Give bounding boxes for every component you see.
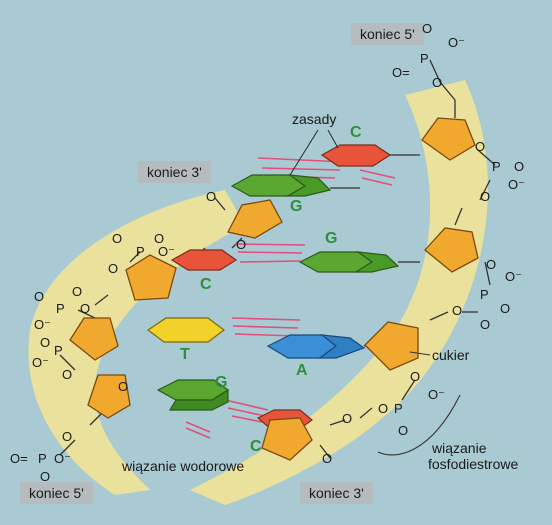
- sugar-right-2: [424, 227, 479, 273]
- sugar-left-2: [125, 254, 177, 301]
- atom-o: O: [432, 75, 443, 90]
- atom-o-minus: O⁻: [158, 244, 175, 259]
- base-label-g-mid: G: [325, 230, 338, 247]
- atom-o: O: [410, 369, 421, 384]
- atom-o-minus: O⁻: [428, 387, 445, 402]
- base-c-mid: [170, 249, 238, 271]
- atom-o-minus: O⁻: [448, 35, 465, 50]
- label-fosfodiestrowe: fosfodiestrowe: [428, 456, 519, 472]
- atom-o: O: [480, 317, 491, 332]
- atom-o: O: [154, 231, 165, 246]
- base-a: [266, 334, 385, 359]
- atom-o: O: [206, 189, 217, 204]
- base-label-a: A: [296, 362, 308, 379]
- atom-o-minus: O⁻: [54, 451, 71, 466]
- atom-p: P: [54, 343, 63, 358]
- atom-o: O: [108, 261, 119, 276]
- atom-o: O: [475, 139, 486, 154]
- atom-p: P: [136, 244, 145, 259]
- base-label-c-lower: C: [250, 438, 262, 455]
- atom-o-minus: O⁻: [32, 355, 49, 370]
- end-label-mid-3: koniec 3': [138, 161, 211, 183]
- atom-o-minus: O⁻: [34, 317, 51, 332]
- base-g-lower: [156, 379, 230, 411]
- atom-o: O: [486, 257, 497, 272]
- atom-p: P: [492, 159, 501, 174]
- backbone-band-left: [28, 190, 245, 495]
- atom-o: O: [452, 303, 463, 318]
- atom-o: O: [398, 423, 409, 438]
- atom-o: O: [80, 301, 91, 316]
- sugars: [69, 117, 479, 461]
- sugar-right-3: [364, 321, 419, 371]
- hydrogen-bonds: [185, 157, 396, 439]
- label-zasady: zasady: [292, 111, 337, 127]
- atom-o: O: [480, 189, 491, 204]
- end-label-bottom-3: koniec 3': [300, 482, 373, 504]
- sugar-left-4: [87, 374, 131, 419]
- atom-p: P: [38, 451, 47, 466]
- label-wiazanie: wiązanie: [432, 440, 487, 456]
- atom-o-double: O=: [392, 65, 410, 80]
- atom-o: O: [34, 289, 45, 304]
- label-cukier: cukier: [432, 347, 470, 363]
- atom-o-minus: O⁻: [508, 177, 525, 192]
- base-t: [146, 317, 225, 343]
- atom-o-double: O: [422, 21, 433, 36]
- atom-o-minus: O⁻: [505, 269, 522, 284]
- label-wiazanie-wodorowe: wiązanie wodorowe: [122, 458, 245, 474]
- h-bond-c-top-right: [359, 169, 396, 186]
- atom-o: O: [514, 159, 525, 174]
- h-bond-t-a: [231, 317, 301, 337]
- base-g-mid: [298, 251, 420, 273]
- atom-o: O: [378, 401, 389, 416]
- sugar-bottom: [261, 417, 313, 461]
- leader-lines: [289, 129, 461, 456]
- atom-o: O: [118, 379, 129, 394]
- h-bond-g-c-lower: [224, 399, 269, 423]
- atom-p: P: [394, 401, 403, 416]
- atom-o: O: [236, 237, 247, 252]
- atom-o: O: [322, 451, 333, 466]
- atom-o: O: [40, 335, 51, 350]
- atom-o: O: [112, 231, 123, 246]
- h-bond-c-g-mid: [234, 243, 306, 263]
- sugar-left-1: [227, 199, 283, 239]
- atom-o: O: [62, 429, 73, 444]
- base-label-g-lower: G: [215, 374, 228, 391]
- atom-o: O: [342, 411, 353, 426]
- atom-p: P: [420, 51, 429, 66]
- base-g-upper: [230, 174, 360, 197]
- atom-p: P: [480, 287, 489, 302]
- base-label-c-mid: C: [200, 276, 212, 293]
- atom-o: O: [500, 301, 511, 316]
- atom-o: O: [62, 367, 73, 382]
- atom-p: P: [56, 301, 65, 316]
- base-c-top: [320, 144, 420, 167]
- end-label-bottom-5: koniec 5': [20, 482, 93, 504]
- end-label-top-5: koniec 5': [351, 23, 424, 45]
- sugar-right-1: [421, 117, 476, 161]
- base-label-c-top: C: [350, 124, 362, 141]
- sugar-left-3: [69, 317, 119, 361]
- base-label-g-upper: G: [290, 198, 303, 215]
- atom-o-double: O=: [10, 451, 28, 466]
- atom-o: O: [72, 284, 83, 299]
- atom-o: O: [40, 469, 51, 484]
- h-bond-label-leader: [185, 421, 211, 439]
- base-label-t: T: [180, 346, 190, 363]
